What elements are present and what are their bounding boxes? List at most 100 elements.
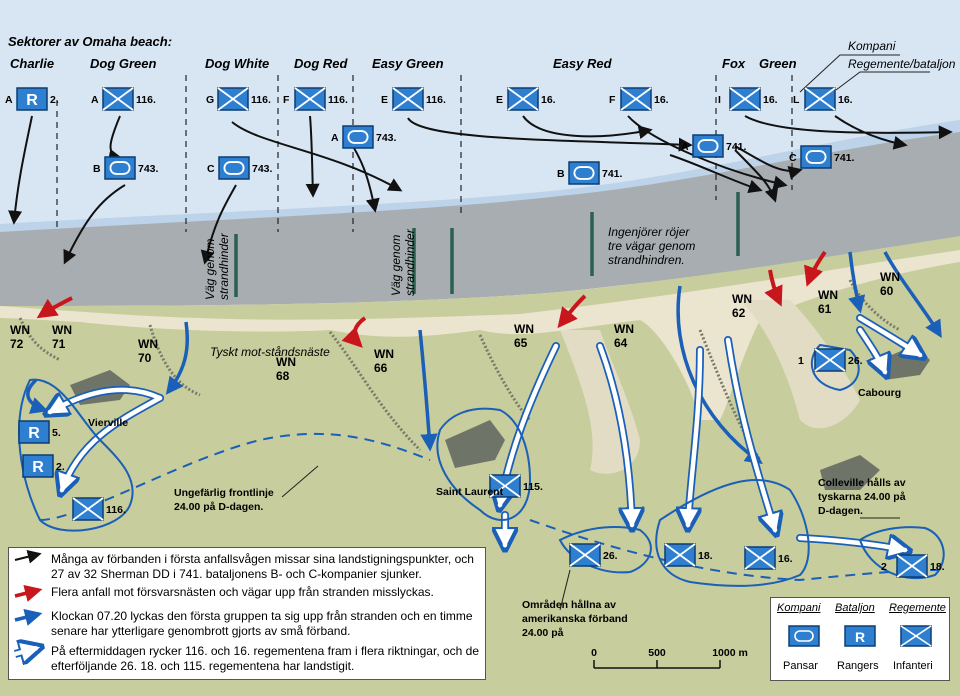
unit-number: 743. xyxy=(252,163,273,175)
sector-name: Dog Green xyxy=(90,56,157,71)
unit-company-letter: L xyxy=(793,94,800,106)
gap-note-dog: Väg genomstrandhinder xyxy=(203,232,231,300)
sector-name: Easy Red xyxy=(553,56,613,71)
inland-unit-number: 18. xyxy=(930,561,945,573)
sector-name: Easy Green xyxy=(372,56,444,71)
sector-name: Dog White xyxy=(205,56,269,71)
unit-infantry xyxy=(217,87,249,111)
unit-number: 16. xyxy=(763,94,778,106)
key-label-armor: Pansar xyxy=(783,660,818,672)
inland-unit-infantry xyxy=(489,474,521,498)
sector-name: Charlie xyxy=(10,56,54,71)
unit-company-letter: F xyxy=(283,94,290,106)
inland-unit-infantry xyxy=(896,554,928,578)
unit-company-letter: C xyxy=(207,163,215,175)
inland-unit-infantry xyxy=(569,543,601,567)
scale-tick-1000: 1000 m xyxy=(712,647,748,659)
unit-infantry xyxy=(620,87,652,111)
unit-number: 16. xyxy=(838,94,853,106)
landing-arrows xyxy=(8,115,953,265)
unit-infantry xyxy=(729,87,761,111)
labels-layer: Sektorer av Omaha beach: Charlie Dog Green… xyxy=(5,34,956,639)
obstacle-gaps xyxy=(234,192,740,297)
unit-company-letter: E xyxy=(496,94,503,106)
unit-company-letter: A xyxy=(681,141,689,153)
bluffs xyxy=(0,250,960,420)
unit-company-letter: E xyxy=(381,94,388,106)
svg-text:R: R xyxy=(26,92,38,109)
sector-dividers xyxy=(56,75,793,232)
unit-number: 743. xyxy=(138,163,159,175)
inland-unit-rangers: R xyxy=(22,454,54,478)
unit-number: 741. xyxy=(834,152,855,164)
place-cabourg: Cabourg xyxy=(858,387,901,399)
inland-unit-infantry xyxy=(814,348,846,372)
unit-number: 116. xyxy=(426,94,446,106)
unit-company-letter: G xyxy=(206,94,214,106)
inland-unit-number: 18. xyxy=(698,550,713,562)
unit-company-letter: B xyxy=(93,163,101,175)
unit-number: 116. xyxy=(328,94,348,106)
inland-unit-prefix: 1 xyxy=(798,355,804,367)
sector-name: Fox xyxy=(722,56,746,71)
gap-note-easy: Väg genomstrandhinder xyxy=(389,228,417,296)
unit-number: 743. xyxy=(376,132,397,144)
inland-unit-number: 2. xyxy=(56,461,65,473)
unit-number: 116. xyxy=(136,94,156,106)
place-saint-laurent: Saint Laurent xyxy=(436,486,504,498)
inland-unit-number: 26. xyxy=(848,355,863,367)
key-label-rangers: Rangers xyxy=(837,660,879,672)
units-layer: RRR xyxy=(16,87,928,578)
unit-company-letter: B xyxy=(557,168,565,180)
unit-infantry xyxy=(804,87,836,111)
legend-hollow: På eftermiddagen rycker 116. och 16. reg… xyxy=(51,644,480,673)
callout-regiment: Regemente/bataljon xyxy=(848,57,956,71)
unit-infantry xyxy=(507,87,539,111)
scale-bar: 0 500 1000 m xyxy=(591,647,748,669)
town-saint-laurent xyxy=(445,420,505,468)
unit-number: 741. xyxy=(602,168,623,180)
sectors-heading: Sektorer av Omaha beach: xyxy=(8,34,172,49)
inland-unit-infantry xyxy=(744,546,776,570)
unit-number: 16. xyxy=(654,94,669,106)
key-infantry-symbol xyxy=(900,625,932,647)
inland-unit-rangers: R xyxy=(18,420,50,444)
unit-company-letter: A xyxy=(91,94,99,106)
key-header-battalion: Bataljon xyxy=(835,602,875,614)
unit-armor xyxy=(104,156,136,180)
key-armor-symbol xyxy=(788,625,820,647)
unit-company-letter: F xyxy=(609,94,616,106)
key-symbols: R xyxy=(788,625,932,647)
callout-leaders xyxy=(281,54,930,611)
failed-assaults xyxy=(36,250,827,348)
inland-unit-infantry xyxy=(72,497,104,521)
legend-swatches xyxy=(13,549,49,681)
sector-name: Dog Red xyxy=(294,56,349,71)
unit-infantry xyxy=(392,87,424,111)
inland-unit-number: 116. xyxy=(106,504,126,516)
inland-unit-number: 115. xyxy=(523,481,543,493)
unit-infantry xyxy=(102,87,134,111)
inland-unit-number: 16. xyxy=(778,553,793,565)
unit-armor xyxy=(568,161,600,185)
unit-rangers: R xyxy=(16,87,48,111)
inland-unit-prefix: 2 xyxy=(881,561,887,573)
svg-text:R: R xyxy=(28,425,40,442)
resistance-note: Tyskt mot-ståndsnäste xyxy=(210,345,330,359)
sector-name: Green xyxy=(759,56,797,71)
svg-text:R: R xyxy=(32,459,44,476)
unit-number: 116. xyxy=(251,94,271,106)
town-colleville xyxy=(820,455,880,490)
ravine xyxy=(740,300,860,429)
